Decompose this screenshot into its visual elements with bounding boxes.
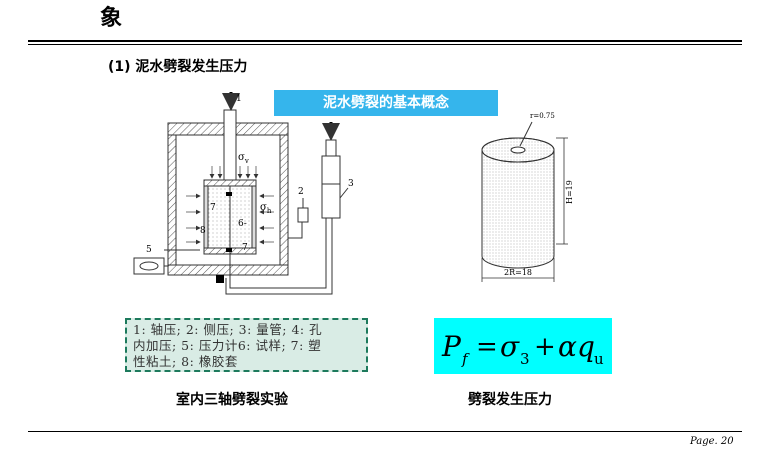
caption-fracture-pressure: 劈裂发生压力	[468, 392, 552, 408]
svg-text:α: α	[558, 330, 577, 363]
svg-text:P: P	[441, 330, 462, 363]
triaxial-apparatus-diagram: 1 σv σh 7 6- 8 7 5 2	[133, 92, 354, 295]
svg-text:f: f	[461, 350, 470, 368]
height-label: H=19	[565, 180, 574, 204]
label-6: 6-	[238, 219, 247, 229]
legend-box: 1: 轴压; 2: 侧压; 3: 量管; 4: 孔 内加压; 5: 压力计6: …	[125, 318, 368, 372]
diameter-label: 2R=18	[504, 268, 532, 277]
sigma-v: σv	[238, 152, 249, 165]
header-rule-thin	[28, 44, 742, 45]
label-8: 8	[200, 226, 206, 236]
page-title: 象	[100, 6, 123, 31]
legend-line-2: 内加压; 5: 压力计6: 试样; 7: 塑	[133, 338, 322, 353]
svg-text:=: =	[476, 332, 498, 362]
footer-rule	[28, 431, 742, 432]
specimen-cylinder-diagram: r=0.75 H=19 2R=18	[481, 112, 574, 282]
svg-text:q: q	[577, 330, 595, 363]
concept-banner: 泥水劈裂的基本概念	[274, 90, 498, 116]
radius-label: r=0.75	[530, 112, 555, 120]
label-1: 1	[236, 94, 242, 104]
page-number: Page. 20	[690, 436, 734, 447]
legend-line-3: 性粘土; 8: 橡胶套	[133, 354, 238, 369]
caption-triaxial-test: 室内三轴劈裂实验	[176, 392, 288, 408]
label-7b: 7	[242, 243, 248, 253]
section-heading: (1) 泥水劈裂发生压力	[108, 59, 248, 75]
label-7a: 7	[210, 203, 216, 213]
label-2: 2	[298, 187, 304, 197]
header-rule	[28, 40, 742, 42]
sigma-h: σh	[260, 202, 272, 215]
svg-text:u: u	[594, 350, 604, 368]
label-5: 5	[146, 245, 152, 255]
svg-text:+: +	[534, 332, 556, 362]
legend-line-1: 1: 轴压; 2: 侧压; 3: 量管; 4: 孔	[133, 322, 323, 337]
fracture-pressure-formula: P f = σ 3 + α q u	[441, 330, 604, 368]
svg-text:σ: σ	[500, 330, 520, 363]
svg-text:3: 3	[520, 350, 530, 368]
formula-box: P f = σ 3 + α q u	[434, 318, 612, 374]
label-3: 3	[348, 179, 354, 189]
